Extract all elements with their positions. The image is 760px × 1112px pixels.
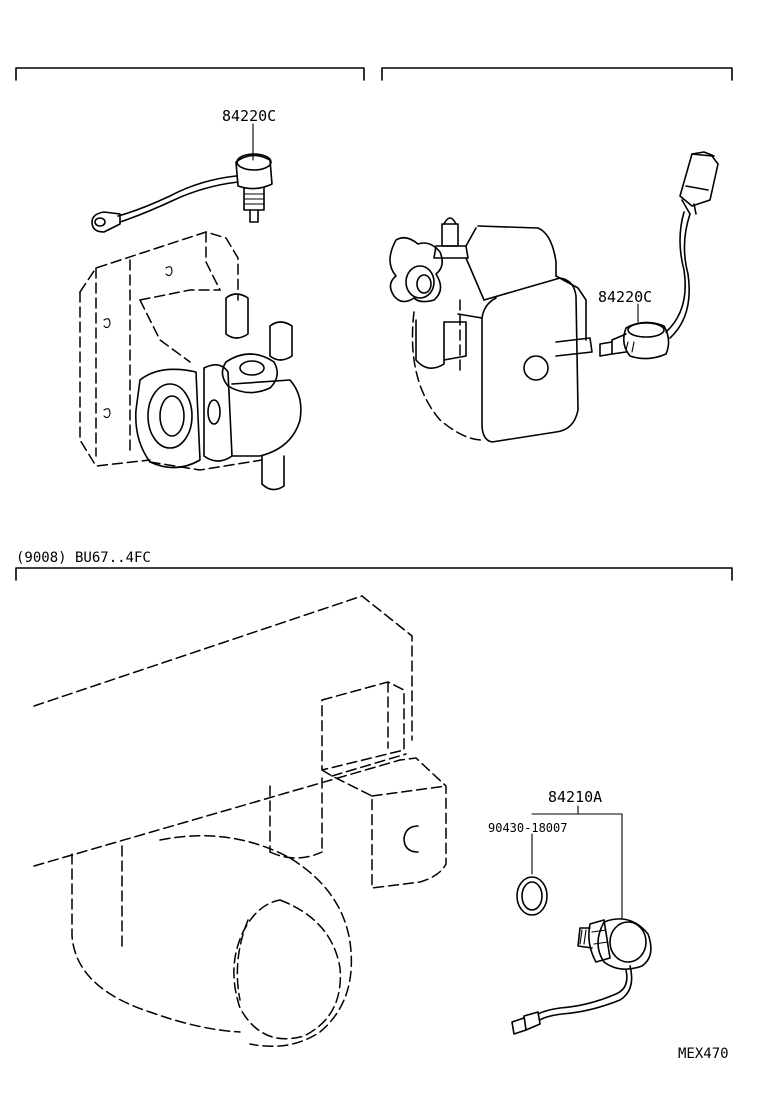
switch-84210A-bottom xyxy=(511,805,652,1035)
switch-84220C-left xyxy=(91,123,273,233)
transfer-case-right xyxy=(389,217,593,443)
part-number-84210A: 84210A xyxy=(548,788,602,806)
section-caption: (9008) BU67..4FC xyxy=(16,550,151,566)
section-bracket-bottom xyxy=(15,567,733,581)
part-number-90430-18007: 90430-18007 xyxy=(488,821,567,835)
diagram-code: MEX470 xyxy=(678,1046,729,1062)
section-bracket-top-left xyxy=(15,67,365,81)
part-number-84220C-left: 84220C xyxy=(222,107,276,125)
transfer-case-left xyxy=(79,231,302,491)
gasket-90430-18007 xyxy=(516,833,548,916)
switch-84220C-right xyxy=(599,151,719,360)
section-bracket-top-right xyxy=(381,67,733,81)
engine-block-bottom xyxy=(33,595,447,1047)
part-number-84220C-right: 84220C xyxy=(598,288,652,306)
